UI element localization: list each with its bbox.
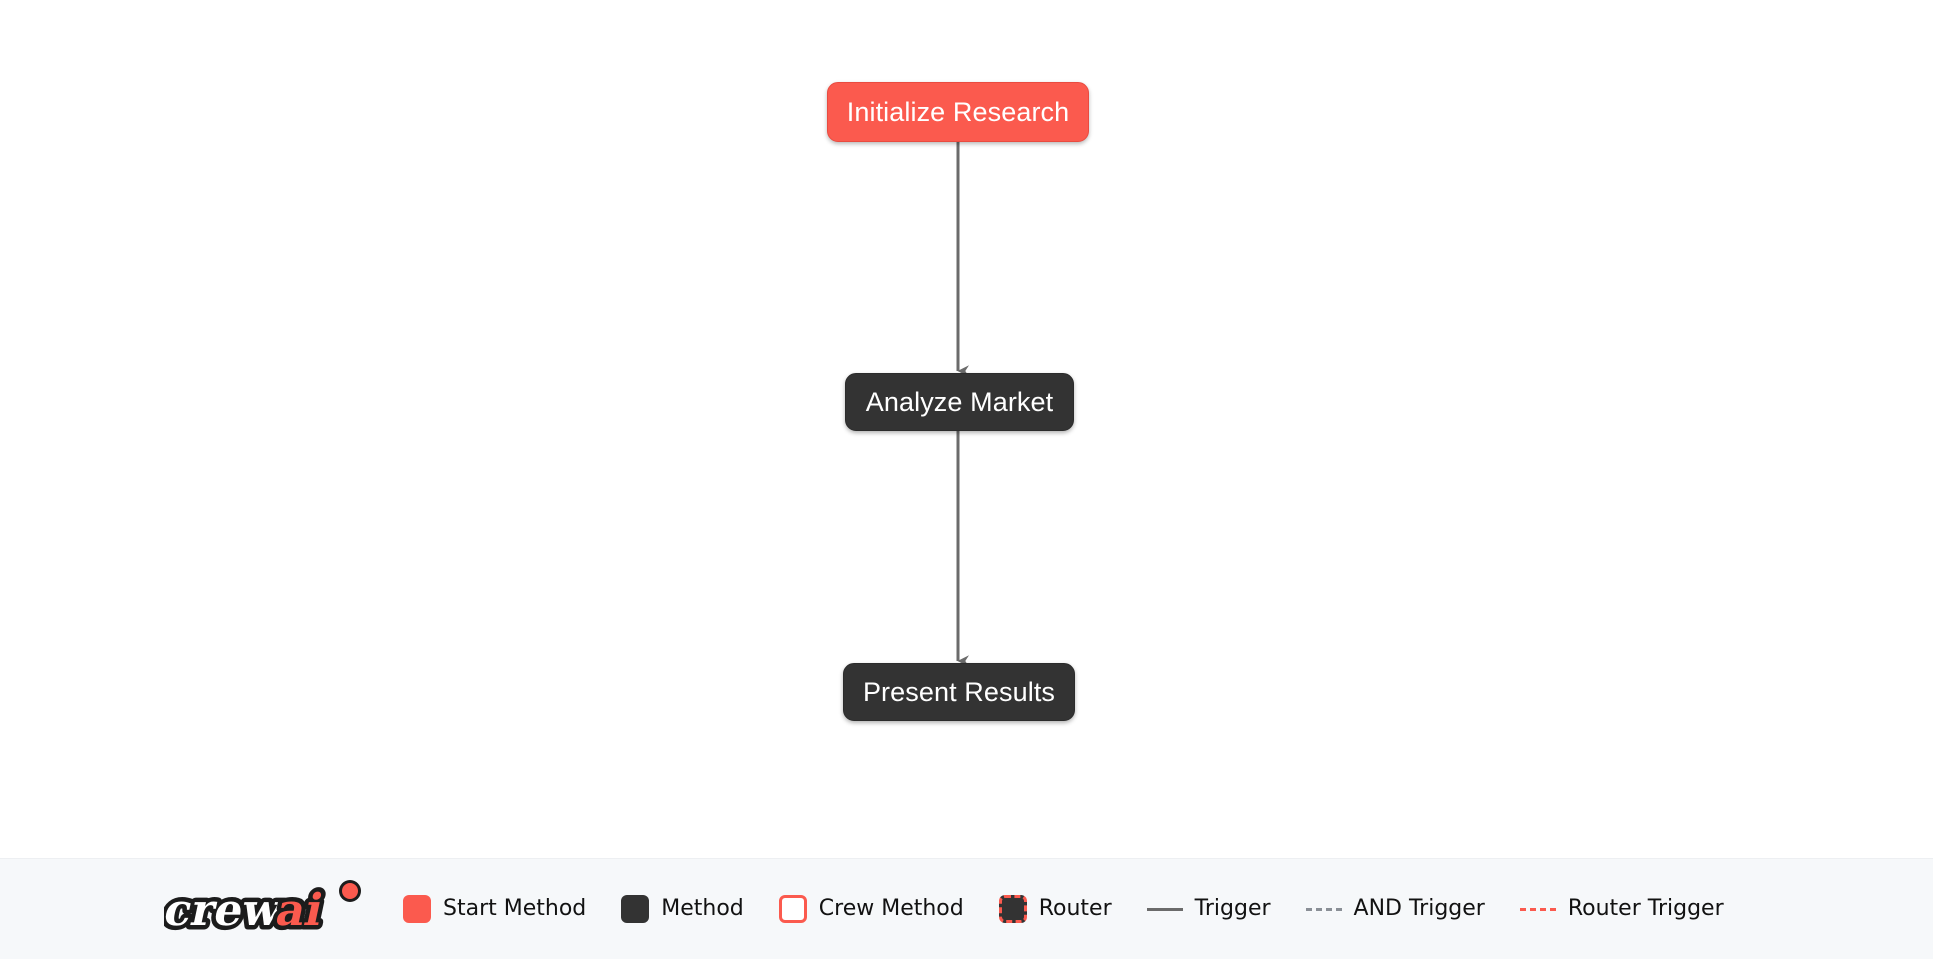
legend-item-method: Method xyxy=(621,895,744,923)
and-trigger-line-icon xyxy=(1305,907,1342,911)
router-trigger-line-icon xyxy=(1519,907,1556,911)
crewai-logo: crew crew ai ai xyxy=(164,880,361,940)
legend-item-start-method: Start Method xyxy=(403,895,586,923)
trigger-line-icon xyxy=(1146,907,1183,911)
logo-dot xyxy=(342,883,358,899)
legend-item-router-trigger: Router Trigger xyxy=(1519,896,1724,921)
legend-label: Start Method xyxy=(443,896,587,921)
legend-item-router: Router xyxy=(998,895,1112,923)
flow-node-label: Present Results xyxy=(862,676,1056,707)
flow-canvas[interactable]: Initialize Research Analyze Market Prese… xyxy=(0,0,1933,858)
legend-label: Method xyxy=(661,896,744,921)
method-swatch-icon xyxy=(621,895,650,923)
logo-text-ai: ai xyxy=(272,884,328,935)
flow-node-analyze-market[interactable]: Analyze Market xyxy=(845,373,1074,431)
flow-node-present-results[interactable]: Present Results xyxy=(843,663,1075,721)
router-swatch-icon xyxy=(998,895,1027,923)
legend-items: Start Method Method Crew Method Router T… xyxy=(403,895,1724,923)
flow-node-label: Analyze Market xyxy=(865,386,1054,417)
legend-label: AND Trigger xyxy=(1353,896,1485,921)
crew-method-swatch-icon xyxy=(778,895,807,923)
start-method-swatch-icon xyxy=(403,895,431,923)
legend-item-crew-method: Crew Method xyxy=(778,895,964,923)
legend-label: Router Trigger xyxy=(1567,896,1724,921)
logo-outline-crew: crew xyxy=(164,884,288,935)
legend-item-trigger: Trigger xyxy=(1146,896,1271,921)
legend-label: Trigger xyxy=(1194,896,1271,921)
legend-item-and-trigger: AND Trigger xyxy=(1305,896,1485,921)
legend-bar: crew crew ai ai Start Method Method Crew… xyxy=(0,858,1933,959)
flow-node-initialize-research[interactable]: Initialize Research xyxy=(827,82,1089,142)
legend-label: Router xyxy=(1038,896,1112,921)
logo-text-crew: crew xyxy=(164,884,288,935)
flow-node-label: Initialize Research xyxy=(846,96,1070,127)
legend-label: Crew Method xyxy=(818,896,964,921)
